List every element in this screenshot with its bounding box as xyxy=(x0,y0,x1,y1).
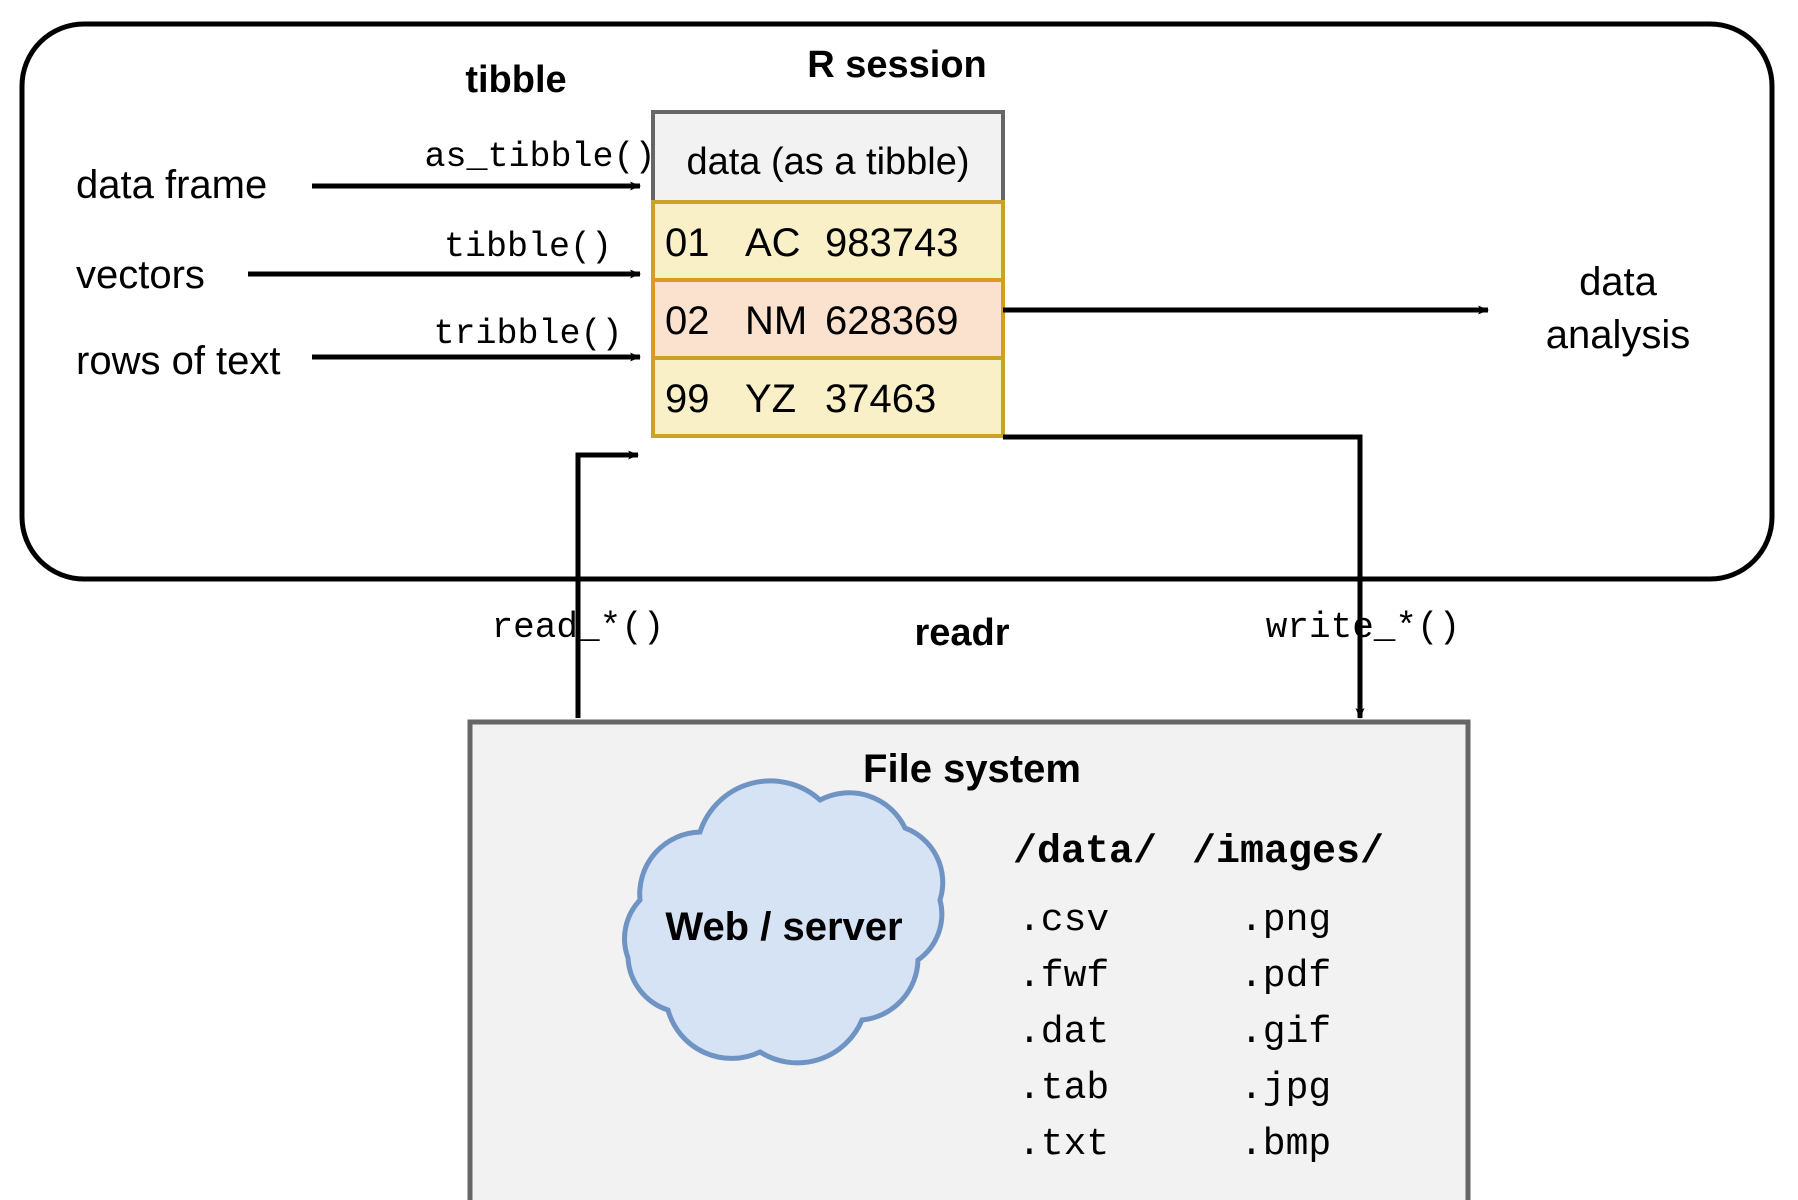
data-analysis-label-line1: data xyxy=(1579,260,1658,304)
tibble-package-label: tibble xyxy=(465,59,566,101)
table-row xyxy=(651,278,1005,360)
table-row xyxy=(651,356,1005,438)
function-label-tibble: tibble() xyxy=(444,227,612,267)
source-label-vectors: vectors xyxy=(76,253,205,297)
function-label-as-tibble: as_tibble() xyxy=(424,137,655,177)
table-cell-id: 99 xyxy=(665,377,710,421)
cloud-icon xyxy=(622,778,946,1066)
cloud-label: Web / server xyxy=(665,905,902,949)
table-cell-value: 37463 xyxy=(825,377,936,421)
table-row xyxy=(651,200,1005,282)
read-function-label: read_*() xyxy=(492,607,665,648)
tibble-table-header-label: data (as a tibble) xyxy=(686,141,969,183)
write-path-connector xyxy=(1003,434,1365,719)
table-cell-code: YZ xyxy=(745,377,796,421)
source-label-rows-of-text: rows of text xyxy=(76,339,281,383)
table-cell-code: NM xyxy=(745,299,807,343)
data-analysis-label-line2: analysis xyxy=(1546,313,1691,357)
filesystem-title: File system xyxy=(863,747,1081,791)
file-extension-item: .tab xyxy=(1018,1067,1109,1110)
file-extension-item: .bmp xyxy=(1240,1123,1331,1166)
table-cell-id: 02 xyxy=(665,299,710,343)
table-cell-id: 01 xyxy=(665,221,710,265)
file-extension-item: .fwf xyxy=(1018,955,1109,998)
file-extension-item: .png xyxy=(1240,899,1331,942)
web-server-cloud: Web / server xyxy=(622,778,946,1066)
table-cell-value: 628369 xyxy=(825,299,958,343)
function-label-tribble: tribble() xyxy=(433,314,622,354)
r-session-title: R session xyxy=(807,44,987,86)
source-label-data-frame: data frame xyxy=(76,163,267,207)
read-path-connector xyxy=(575,450,639,718)
readr-package-label: readr xyxy=(914,612,1009,654)
file-extension-item: .gif xyxy=(1240,1011,1331,1054)
dir-name-data: /data/ xyxy=(1013,830,1157,875)
table-cell-code: AC xyxy=(745,221,801,265)
table-cell-value: 983743 xyxy=(825,221,958,265)
write-function-label: write_*() xyxy=(1266,607,1460,648)
file-extension-item: .txt xyxy=(1018,1123,1109,1166)
file-extension-item: .pdf xyxy=(1240,955,1331,998)
dir-name-images: /images/ xyxy=(1192,830,1384,875)
file-extension-item: .csv xyxy=(1018,899,1109,942)
file-extension-item: .jpg xyxy=(1240,1067,1331,1110)
file-extension-item: .dat xyxy=(1018,1011,1109,1054)
